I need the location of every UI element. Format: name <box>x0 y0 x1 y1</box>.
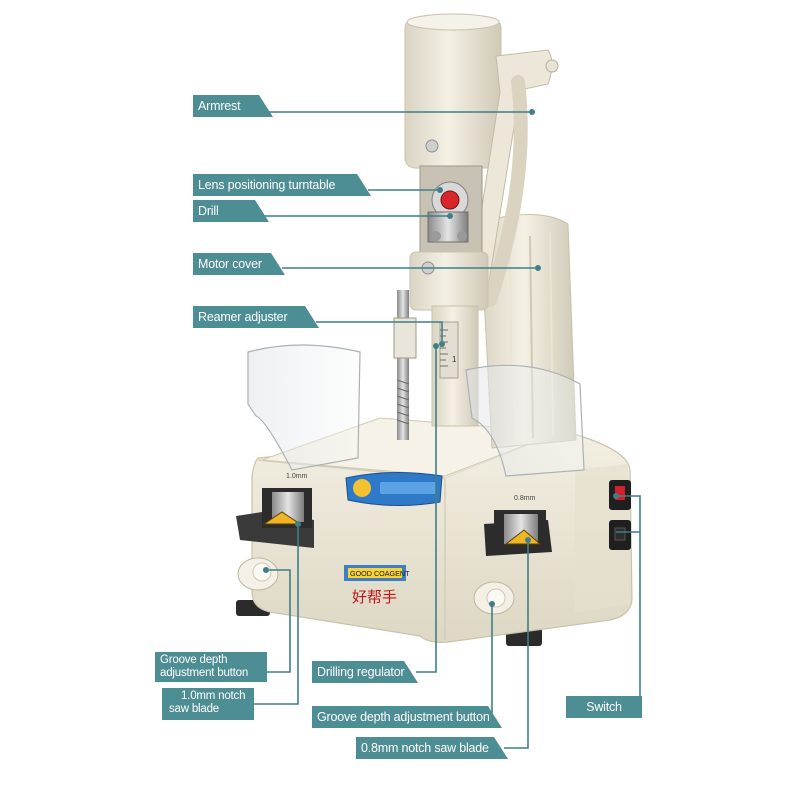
label-motor-cover: Motor cover <box>193 253 285 275</box>
label-1-0mm-notch-saw-blade: 1.0mm notch saw blade <box>162 688 254 720</box>
saw-0-8mm-housing <box>484 510 552 556</box>
column-screw <box>425 139 439 153</box>
scale-mark: 1 <box>452 355 457 364</box>
label-lens-positioning-turntable: Lens positioning turntable <box>193 174 371 196</box>
brand-plate: GOOD COAGENT 好帮手 <box>344 565 410 606</box>
mark-1-0mm: 1.0mm <box>286 473 308 480</box>
label-armrest: Armrest <box>193 95 273 117</box>
label-drilling-regulator: Drilling regulator <box>312 661 418 683</box>
label-drill: Drill <box>193 200 269 222</box>
svg-text:好帮手: 好帮手 <box>352 588 397 606</box>
shield-left <box>247 344 361 471</box>
knob-right <box>473 581 515 615</box>
mark-0-8mm: 0.8mm <box>514 495 536 502</box>
label-groove-depth-right: Groove depth adjustment button <box>312 706 502 728</box>
saw-1-0mm-housing <box>236 488 314 548</box>
blue-sticker <box>345 471 443 507</box>
label-switch: Switch <box>566 696 642 718</box>
switch-panel <box>609 480 631 550</box>
label-0-8mm-notch-saw-blade: 0.8mm notch saw blade <box>356 737 508 759</box>
shield-right <box>465 364 585 477</box>
label-reamer-adjuster: Reamer adjuster <box>193 306 319 328</box>
label-groove-depth-left: Groove depth adjustment button <box>155 652 267 682</box>
svg-text:GOOD COAGENT: GOOD COAGENT <box>350 569 410 578</box>
